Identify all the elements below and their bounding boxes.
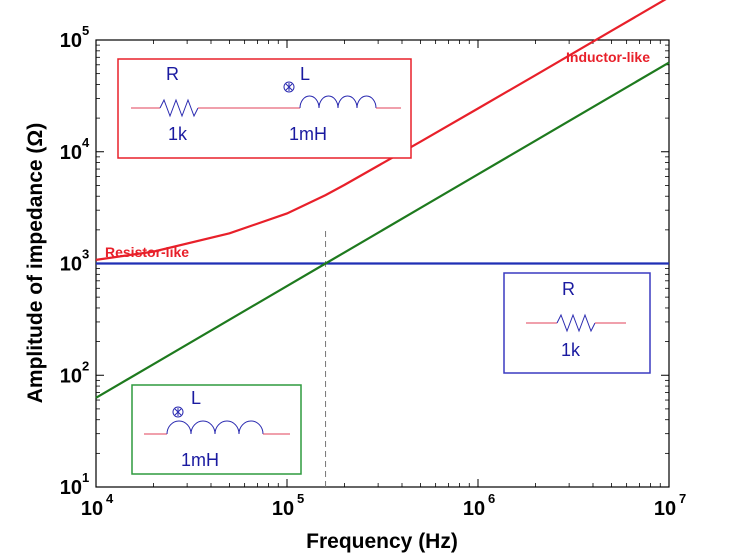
y-tick-label: 10: [60, 254, 82, 276]
y-tick-label-exponent: 4: [82, 135, 90, 150]
inductor-circuit: L 1mH: [131, 384, 302, 475]
inductor-l-label: L: [191, 388, 201, 408]
series-rl-r-label: R: [166, 64, 179, 84]
y-tick-label-exponent: 3: [82, 247, 89, 262]
series-rl-inductor-symbol: [299, 95, 377, 109]
inductor-magnitude-line: [95, 61, 670, 399]
series-rl-circuit: R L 1k 1mH: [117, 58, 412, 159]
series-rl-polarity-dot-icon: [283, 81, 295, 93]
series-rl-resistor-symbol: [159, 98, 199, 118]
y-tick-label-exponent: 2: [82, 358, 89, 373]
series-rl-l-label: L: [300, 64, 310, 84]
y-tick-label: 10: [60, 142, 82, 164]
x-tick-label-exponent: 5: [297, 491, 304, 506]
series-rl-magnitude-line: [95, 0, 667, 261]
series-layer: [95, 0, 670, 399]
x-tick-label: 10: [272, 498, 294, 520]
inductor-polarity-dot-icon: [172, 406, 184, 418]
x-tick-label: 10: [654, 498, 676, 520]
inductor-like-annotation: Inductor-like: [566, 49, 650, 65]
inductor-circuit-border: [131, 384, 302, 475]
x-tick-label-exponent: 6: [488, 491, 495, 506]
y-axis-label: Amplitude of impedance (Ω): [24, 123, 47, 404]
x-tick-label-exponent: 7: [679, 491, 686, 506]
y-tick-label: 10: [60, 477, 82, 499]
inductor-l-value: 1mH: [181, 450, 219, 470]
y-tick-label-exponent: 1: [82, 470, 89, 485]
resistor-r-value: 1k: [561, 340, 581, 360]
resistor-like-annotation: Resistor-like: [105, 244, 189, 260]
y-tick-label-exponent: 5: [82, 23, 89, 38]
series-rl-l-value: 1mH: [289, 124, 327, 144]
x-tick-label: 10: [463, 498, 485, 520]
x-axis-label: Frequency (Hz): [306, 530, 458, 553]
resistor-circuit: R 1k: [503, 272, 651, 374]
inductor-symbol: [166, 420, 264, 435]
y-tick-label: 10: [60, 30, 82, 52]
x-tick-label: 10: [81, 498, 103, 520]
x-tick-label-exponent: 4: [106, 491, 114, 506]
resistor-r-label: R: [562, 279, 575, 299]
resistor-symbol: [556, 313, 596, 333]
series-rl-r-value: 1k: [168, 124, 188, 144]
y-tick-label: 10: [60, 365, 82, 387]
